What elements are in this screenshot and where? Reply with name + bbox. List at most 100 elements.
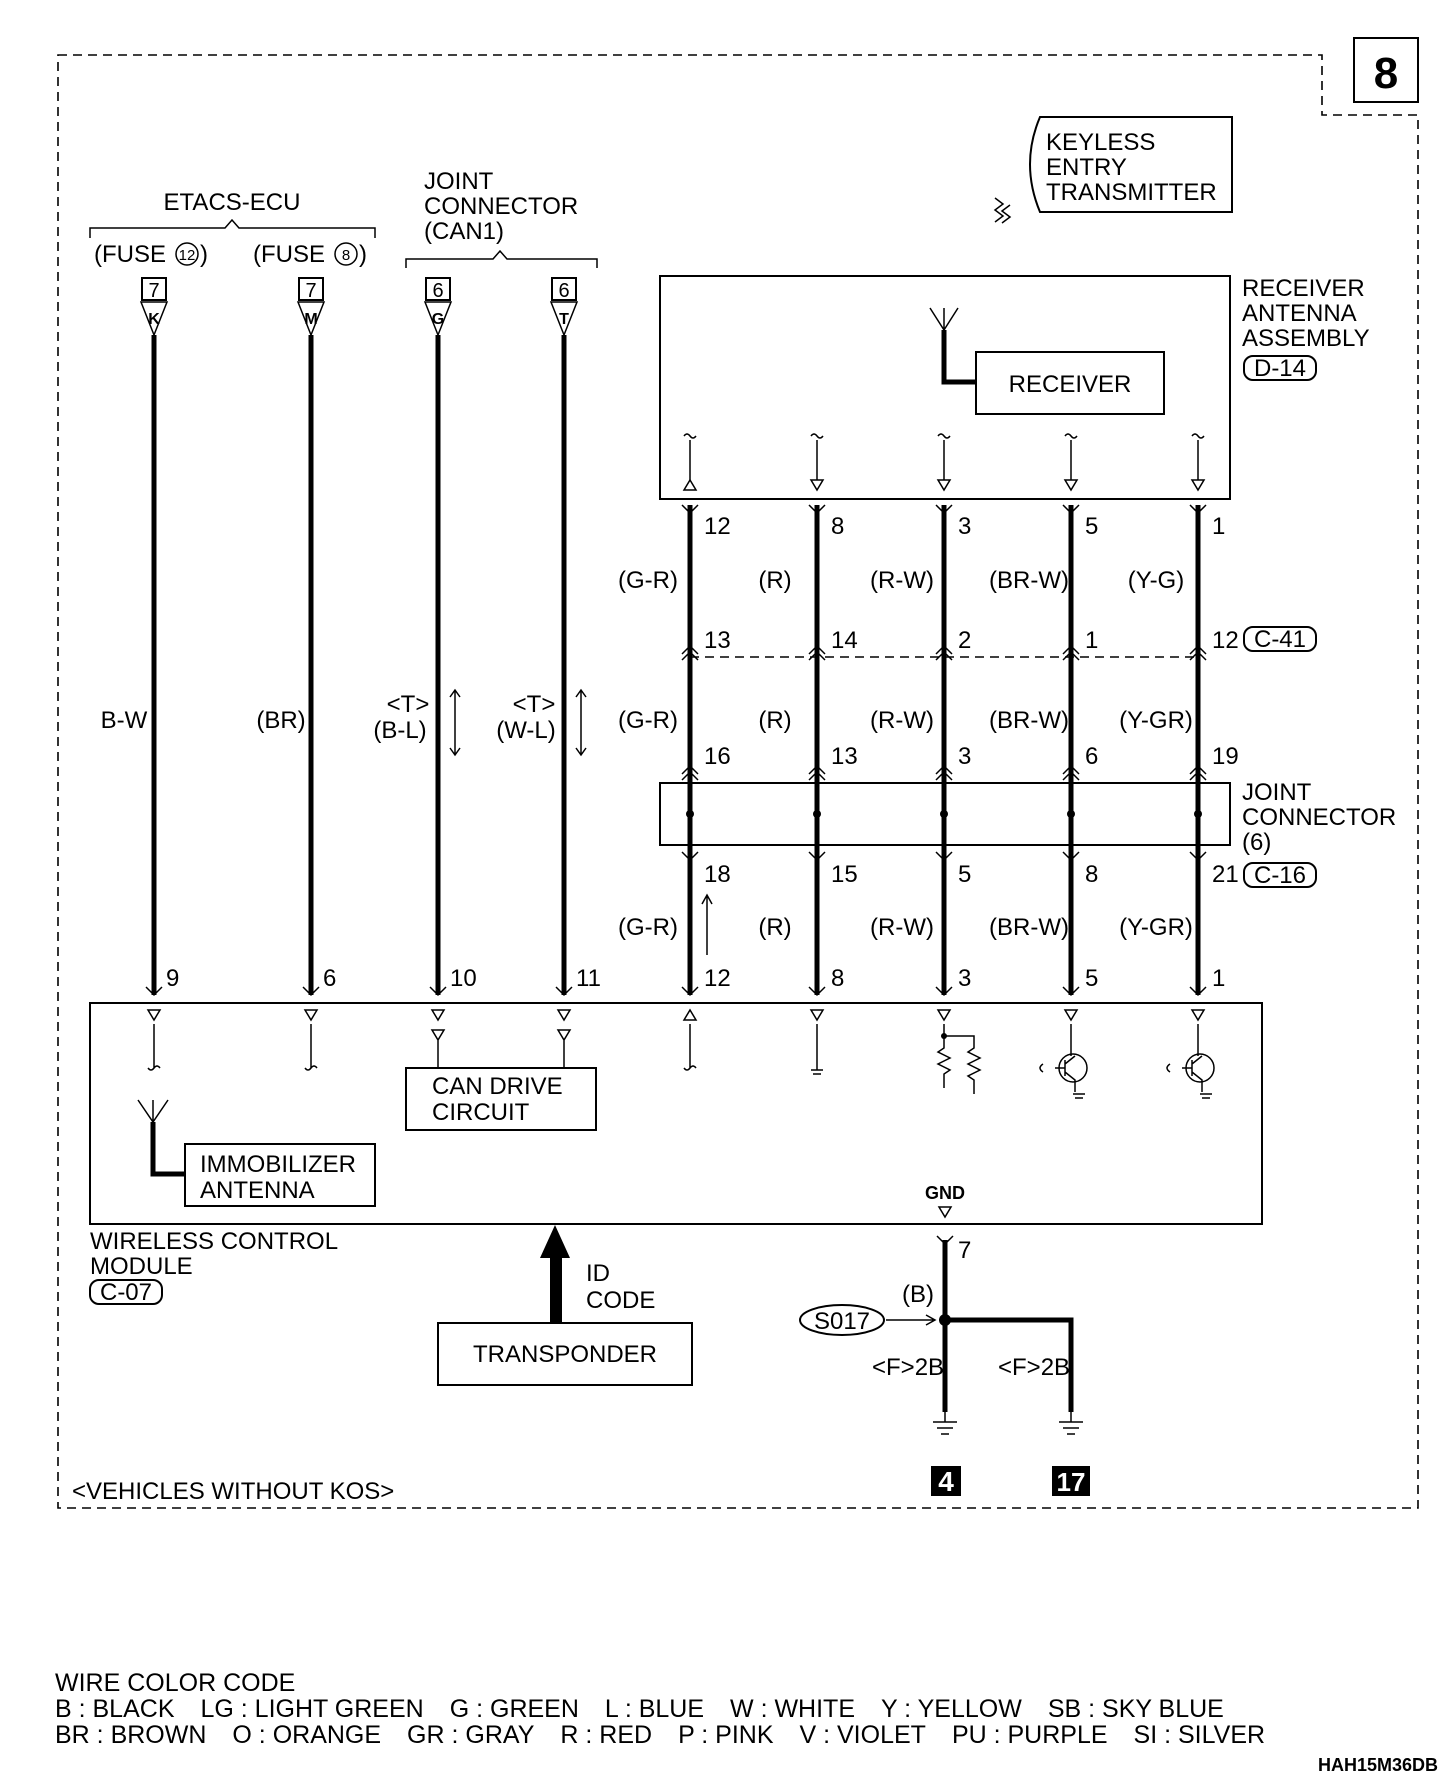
module-pin-number: 9 [166, 965, 179, 992]
immobilizer-antenna-icon [137, 1099, 169, 1124]
joint-connector-pin-number: 6 [1085, 743, 1098, 770]
module-pin-number: 8 [831, 965, 844, 992]
receiver-terminal-v [1062, 504, 1080, 515]
can-lead [556, 1029, 572, 1068]
c41-connector-mark [935, 644, 953, 661]
c41-pin-number: 12 [1212, 627, 1239, 654]
receiver-pin-icon [809, 479, 825, 492]
top-connector-letter: G [432, 311, 444, 328]
module-terminal-v [935, 986, 953, 997]
transponder-box [437, 1322, 693, 1386]
bidirectional-arrow-icon [449, 688, 461, 757]
c41-connector-mark [1062, 644, 1080, 661]
joint-connector-terminal-v [1189, 851, 1207, 862]
legend-entry: PU : PURPLE [951, 1721, 1108, 1749]
wireless-control-module-box [89, 1002, 1263, 1225]
top-connector-box [298, 277, 324, 301]
joint-can-brace [405, 249, 598, 268]
joint-splice-dot [686, 810, 694, 818]
receiver-pin-number: 12 [704, 513, 731, 540]
module-pin-number: 5 [1085, 965, 1098, 992]
transistor-leads [1039, 1024, 1085, 1099]
joint-splice-dot [813, 810, 821, 818]
joint-connector-6-label-3: (6) [1242, 829, 1271, 856]
c41-pin-number: 13 [704, 627, 731, 654]
gnd-label: GND [925, 1183, 965, 1203]
ground-wire [942, 1240, 1074, 1412]
receiver-internal-lead [1191, 433, 1205, 480]
keyless-label-2: ENTRY [1046, 154, 1127, 181]
joint-connector-terminal-v [681, 851, 699, 862]
c16-connector-label: C-16 [1254, 862, 1306, 889]
top-connector-box [141, 277, 167, 301]
joint-connector-pin-number: 15 [831, 861, 858, 888]
fuse-8-num: 8 [342, 247, 350, 264]
wire-color: (G-R) [618, 567, 678, 594]
ground-left-ref: <F>2B [872, 1354, 944, 1381]
receiver-pin-number: 3 [958, 513, 971, 540]
radio-wave-icon [993, 197, 1012, 224]
transponder-label: TRANSPONDER [473, 1341, 657, 1368]
module-pin-icon [430, 1009, 446, 1022]
module-terminal-v [302, 986, 320, 997]
internal-ground-icon [811, 1024, 823, 1075]
resistor-junction [941, 1033, 947, 1039]
joint-connector-pin-number: 18 [704, 861, 731, 888]
module-terminal-v [555, 986, 573, 997]
keyless-label-3: TRANSMITTER [1046, 179, 1217, 206]
legend-entry: P : PINK [678, 1721, 774, 1749]
module-pin-number: 3 [958, 965, 971, 992]
internal-lead [304, 1024, 318, 1071]
page-number: 8 [1374, 49, 1398, 98]
internal-lead [147, 1024, 161, 1071]
receiver-internal-lead [937, 433, 951, 480]
wire-color: (R-W) [870, 707, 934, 734]
keyless-transmitter-outline [1029, 116, 1233, 213]
receiver-internal-lead [683, 433, 697, 480]
receiver-pin-number: 1 [1212, 513, 1225, 540]
wire-tag: <T> [387, 691, 430, 718]
joint-connector-mark [1189, 764, 1207, 781]
legend-entry: W : WHITE [730, 1695, 856, 1723]
module-pin-icon [809, 1009, 825, 1022]
joint-connector-mark [681, 764, 699, 781]
splice-s017-badge [799, 1304, 885, 1336]
can-drive-label-1: CAN DRIVE [432, 1073, 563, 1100]
joint-connector-mark [1062, 764, 1080, 781]
joint-splice-dot [1067, 810, 1075, 818]
module-pin-number: 6 [323, 965, 336, 992]
top-connector-letter: T [559, 311, 569, 328]
can-drive-label-2: CIRCUIT [432, 1099, 530, 1126]
joint-connector-pin-number: 13 [831, 743, 858, 770]
joint-connector-pin-number: 3 [958, 743, 971, 770]
legend-entry: L : BLUE [604, 1695, 705, 1723]
transistor-leads [1166, 1024, 1212, 1099]
id-code-arrow [540, 1225, 570, 1323]
top-connector-box [551, 277, 577, 301]
can-lead [430, 1029, 446, 1068]
signal-direction-arrow [701, 893, 713, 955]
c41-connector-mark [1189, 644, 1207, 661]
joint-splice-dot [940, 810, 948, 818]
diagram-frame [57, 54, 1419, 1509]
internal-lead [683, 1024, 697, 1071]
joint-connector-terminal-v [1062, 851, 1080, 862]
legend-entry: LG : LIGHT GREEN [200, 1695, 424, 1723]
wire-color: (R-W) [870, 914, 934, 941]
module-terminal-v [681, 986, 699, 997]
module-pin-icon [146, 1009, 162, 1022]
receiver-assembly-label-3: ASSEMBLY [1242, 325, 1370, 352]
ground-right-ref: <F>2B [998, 1354, 1070, 1381]
wire-tag: <T> [513, 691, 556, 718]
c41-pin-number: 2 [958, 627, 971, 654]
module-pin-number: 1 [1212, 965, 1225, 992]
joint-splice-dot [1194, 810, 1202, 818]
receiver-terminal-v [808, 504, 826, 515]
wire-color: (Y-G) [1128, 567, 1184, 594]
legend-entry: GR : GRAY [407, 1721, 535, 1749]
top-connector-number: 6 [432, 280, 443, 302]
receiver-terminal-v [681, 504, 699, 515]
